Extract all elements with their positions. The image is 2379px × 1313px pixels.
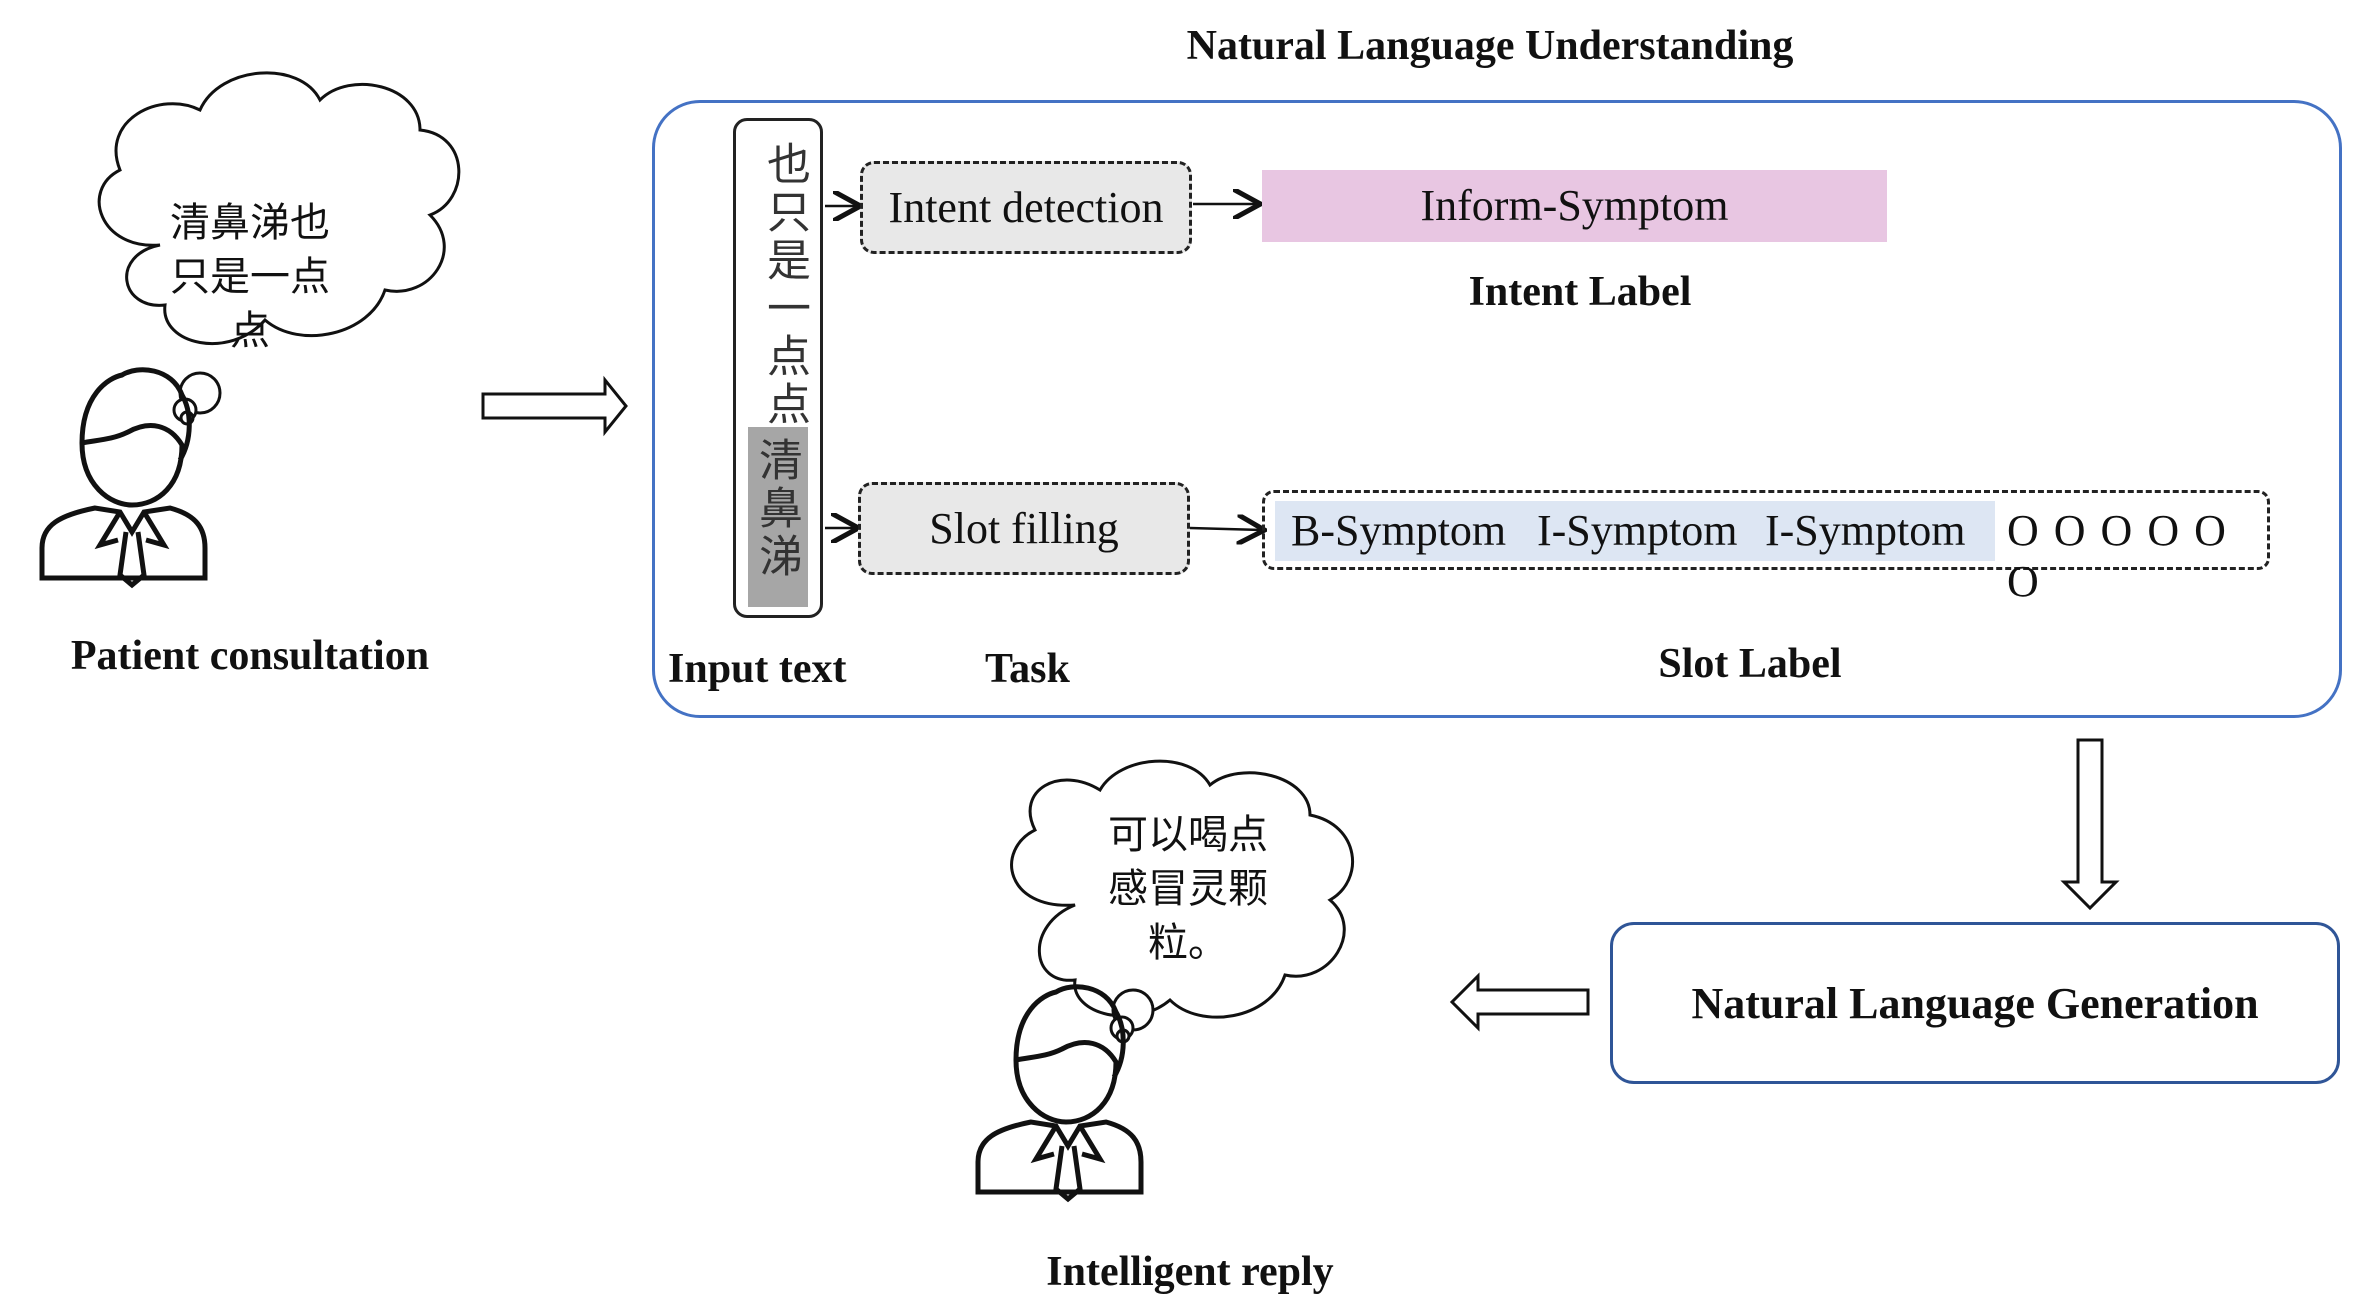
task-label: Task	[985, 646, 1070, 692]
nlu-title: Natural Language Understanding	[1186, 23, 1794, 69]
reply-thought-text: 可以喝点 感冒灵颗 粒。	[1078, 808, 1298, 970]
connector-arrows	[825, 204, 1262, 530]
patient-thought-line: 只是一点	[170, 254, 330, 300]
reply-thought-cloud-icon	[1010, 759, 1354, 1044]
nlg-panel: Natural Language Generation	[1610, 922, 2340, 1084]
slot-tags-highlight	[1275, 501, 1995, 561]
patient-thought-line: 清鼻涕也	[170, 200, 330, 246]
input-highlight-text: 清鼻涕	[748, 427, 808, 607]
input-rest-text: 也只是一点点	[759, 141, 810, 429]
intent-label-caption: Intent Label	[1468, 269, 1692, 315]
slot-tag: I-Symptom	[1765, 506, 1966, 555]
input-text-column: 也只是一点点 清鼻涕	[733, 118, 823, 618]
reply-thought-line: 可以喝点	[1108, 812, 1268, 858]
patient-thought-line: 点	[230, 308, 270, 354]
slot-tag: B-Symptom	[1291, 506, 1507, 555]
arrow-left-icon	[1449, 972, 1590, 1032]
intent-detection-box: Intent detection	[860, 161, 1192, 254]
input-text-label: Input text	[668, 646, 847, 692]
arrow-right-icon	[481, 375, 628, 437]
intent-value: Inform-Symptom	[1262, 170, 1887, 242]
reply-caption: Intelligent reply	[1046, 1249, 1334, 1295]
slot-tag: I-Symptom	[1537, 506, 1738, 555]
nlu-panel	[652, 100, 2342, 718]
slot-o-tags: O O O O O O	[2007, 506, 2226, 606]
reply-thought-line: 粒。	[1148, 920, 1228, 966]
reply-thought-line: 感冒灵颗	[1108, 866, 1268, 912]
reply-person-icon	[975, 984, 1144, 1203]
slot-label-caption: Slot Label	[1658, 641, 1842, 687]
patient-caption: Patient consultation	[70, 633, 430, 679]
arrow-down-icon	[2060, 738, 2120, 911]
slot-filling-box: Slot filling	[858, 482, 1190, 575]
patient-thought-text: 清鼻涕也 只是一点 点	[140, 196, 360, 358]
slot-label-row: B-Symptom I-Symptom I-Symptom O O O O O …	[1262, 490, 2270, 606]
nlg-title: Natural Language Generation	[1691, 978, 2259, 1028]
patient-person-icon	[39, 367, 208, 589]
